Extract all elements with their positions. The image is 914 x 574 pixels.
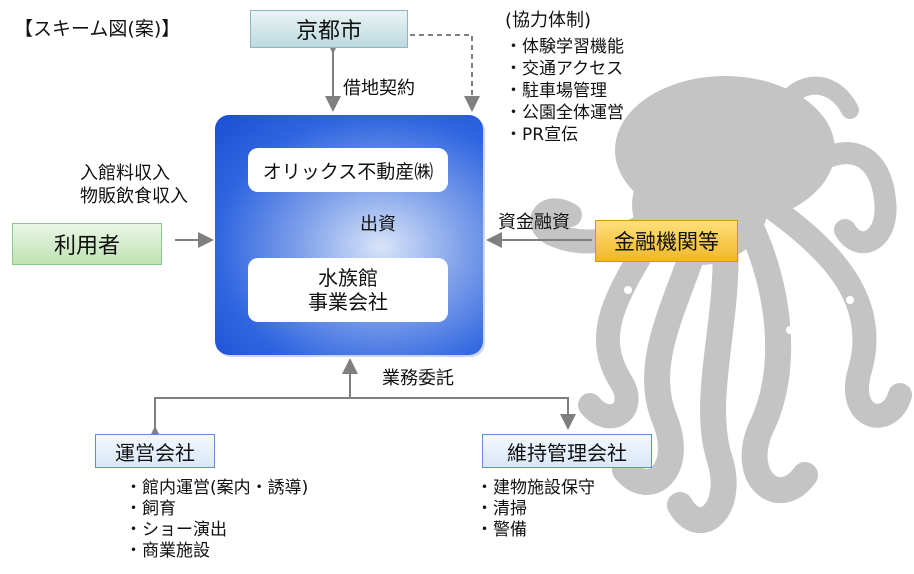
maintenance-company-box: 維持管理会社 [482,434,652,468]
diagram-heading: 【スキーム図(案)】 [14,18,181,40]
financial-institutions-box: 金融機関等 [595,220,738,262]
list-item: ・ショー演出 [125,520,227,540]
operating-company-box: 運営会社 [95,434,215,468]
list-item: ・飼育 [125,499,176,519]
list-item: ・清掃 [476,499,527,519]
list-item: ・交通アクセス [505,59,624,79]
kyoto-city-box: 京都市 [250,10,408,48]
aquarium-company-box: 水族館 事業会社 [248,258,448,322]
cooperation-list: ・体験学習機能 ・交通アクセス ・駐車場管理 ・公園全体運営 ・PR宣伝 [505,36,624,146]
investment-label: 出資 [360,214,396,235]
operating-company-label: 運営会社 [115,440,195,465]
list-item: ・体験学習機能 [505,37,624,57]
users-label: 利用者 [53,234,120,259]
maintenance-company-label: 維持管理会社 [507,440,627,465]
revenue-label-2: 物販飲食収入 [80,186,188,207]
orix-label: オリックス不動産㈱ [262,160,434,183]
kyoto-city-label: 京都市 [295,19,362,44]
subcontract-bracket [147,397,576,442]
users-box: 利用者 [12,223,162,265]
list-item: ・館内運営(案内・誘導) [125,478,309,498]
list-item: ・駐車場管理 [505,81,607,101]
financial-institutions-label: 金融機関等 [614,230,719,254]
revenue-label-1: 入館料収入 [80,163,170,184]
list-item: ・建物施設保守 [476,478,595,498]
list-item: ・PR宣伝 [505,125,579,145]
lease-contract-label: 借地契約 [343,78,415,99]
financing-label: 資金融資 [498,212,570,233]
outsourcing-label: 業務委託 [382,368,454,389]
aquarium-company-line2: 事業会社 [308,290,388,314]
list-item: ・警備 [476,520,527,540]
maintenance-company-list: ・建物施設保守 ・清掃 ・警備 [476,478,595,541]
orix-box: オリックス不動産㈱ [248,148,448,192]
cooperation-dashed-arrow [410,34,480,112]
cooperation-title: (協力体制) [505,10,592,31]
aquarium-company-line1: 水族館 [318,266,378,290]
list-item: ・商業施設 [125,541,210,561]
operating-company-list: ・館内運営(案内・誘導) ・飼育 ・ショー演出 ・商業施設 [125,478,308,562]
list-item: ・公園全体運営 [505,103,624,123]
